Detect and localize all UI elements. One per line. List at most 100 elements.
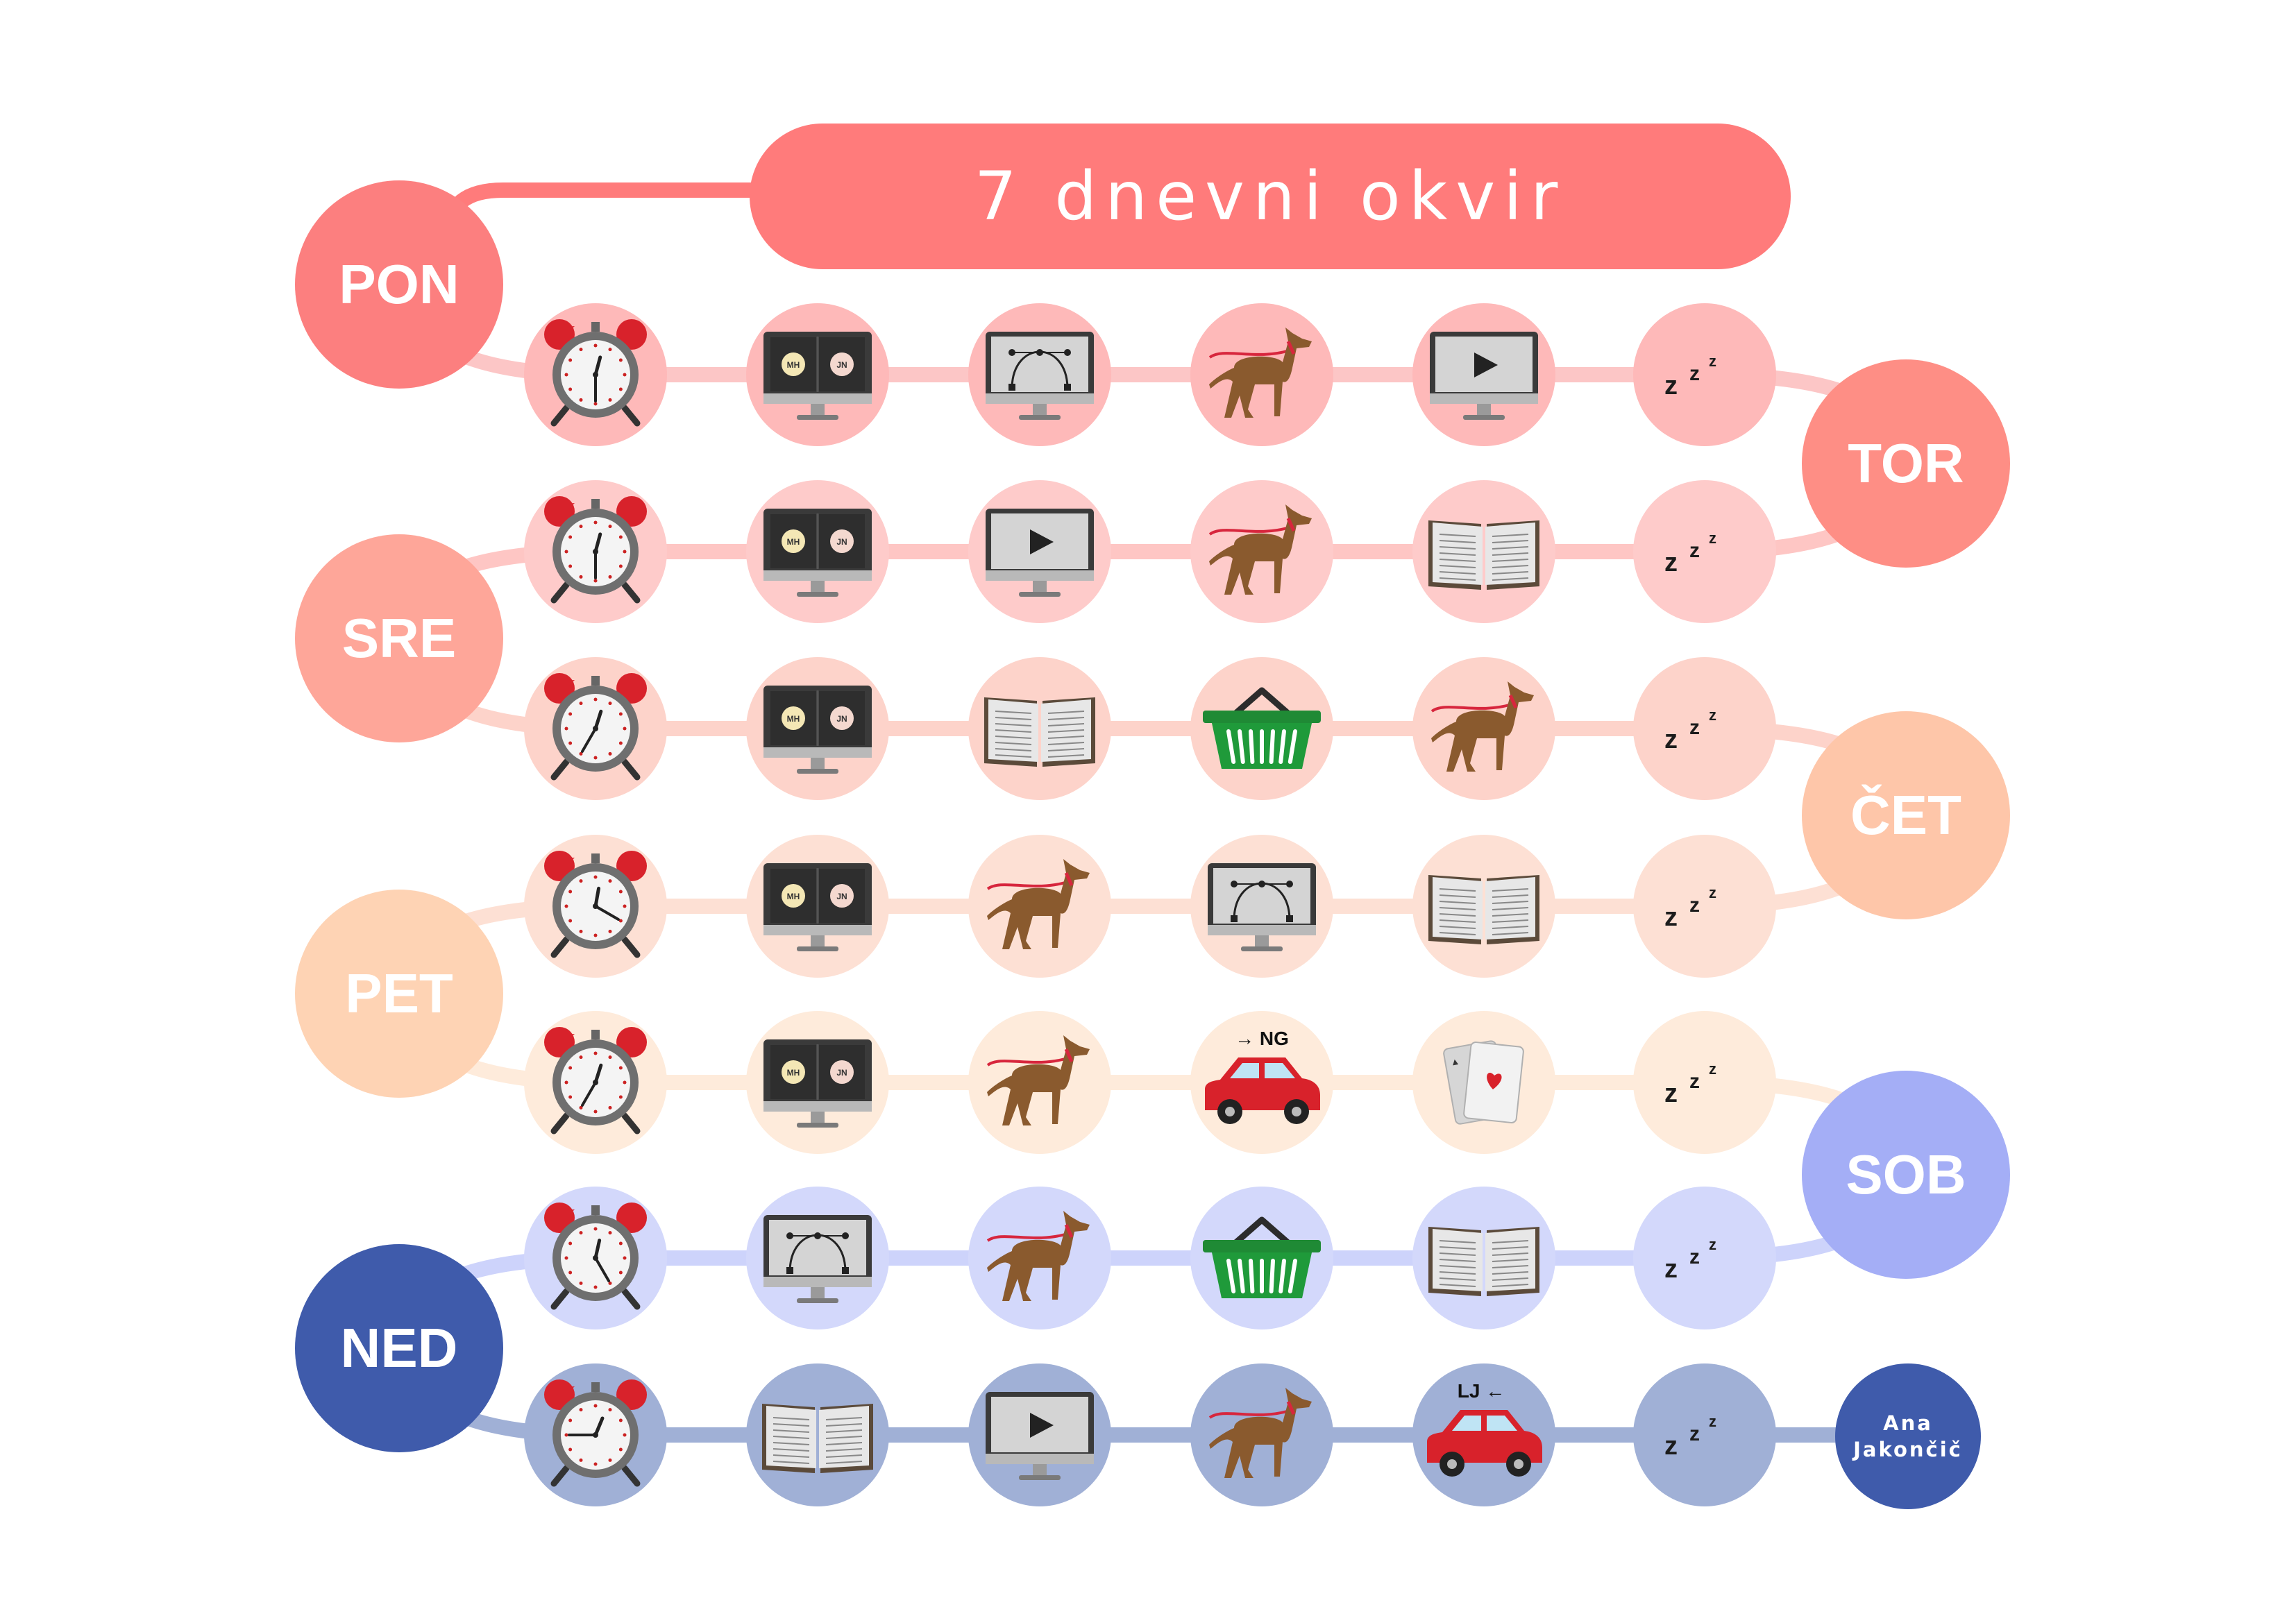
bezier-design-monitor-icon: [986, 332, 1094, 420]
author-badge: Ana Jakončič: [1835, 1363, 1981, 1509]
activity-circle: MH JN: [746, 480, 889, 623]
video-call-monitor-icon: MH JN: [763, 863, 872, 951]
day-badge: SRE: [295, 534, 503, 742]
initials-mh: MH: [787, 537, 800, 547]
sleep-z-glyph: z: [1689, 1070, 1700, 1093]
bezier-design-monitor-icon: [763, 1215, 872, 1303]
alarm-clock-icon: [544, 1203, 647, 1310]
title-banner: 7 dnevni okvir: [750, 124, 1791, 269]
day-badge: ČET: [1802, 711, 2010, 919]
sleep-z-glyph: z: [1709, 1413, 1716, 1430]
initials-jn: JN: [836, 892, 847, 901]
car-destination-label: LJ ←: [1458, 1380, 1505, 1402]
open-book-icon: [984, 697, 1095, 767]
sleep-z-glyph: z: [1689, 1422, 1700, 1445]
alarm-clock-icon: [544, 1379, 647, 1487]
dog-walk-icon: [986, 859, 1090, 949]
car-to-lj-icon: LJ ←: [1427, 1380, 1542, 1477]
activity-circle: [524, 1187, 667, 1329]
dog-walk-icon: [1208, 1388, 1312, 1478]
dog-walk-icon: [1208, 504, 1312, 595]
sleep-z-glyph: z: [1664, 371, 1678, 400]
day-badge: SOB: [1802, 1071, 2010, 1279]
day-label: ČET: [1850, 784, 1961, 846]
day-label: PON: [339, 253, 459, 315]
dog-walk-icon: [986, 1035, 1090, 1125]
day-label: PET: [345, 962, 453, 1024]
day-label: NED: [340, 1317, 458, 1379]
activity-circle: [524, 480, 667, 623]
open-book-icon: [762, 1404, 873, 1473]
sleep-z-glyph: z: [1709, 352, 1716, 370]
open-book-icon: [1428, 1227, 1539, 1296]
day-badge: PON: [295, 180, 503, 389]
activity-circle: [1412, 480, 1555, 623]
sleep-z-glyph: z: [1664, 548, 1678, 577]
shopping-basket-icon: [1203, 687, 1321, 769]
day-badge: NED: [295, 1244, 503, 1452]
activity-circle: → NG: [1190, 1011, 1333, 1154]
day-label: SOB: [1846, 1144, 1966, 1205]
day-label: SRE: [341, 607, 457, 669]
sleep-z-glyph: z: [1689, 894, 1700, 917]
activity-circle: [968, 1187, 1111, 1329]
sleep-z-glyph: z: [1664, 1431, 1678, 1461]
activity-circle: [1190, 303, 1333, 446]
sleep-z-glyph: z: [1664, 725, 1678, 754]
video-play-monitor-icon: [986, 1392, 1094, 1480]
day-badge: PET: [295, 890, 503, 1098]
sleep-z-glyph: z: [1664, 1079, 1678, 1108]
alarm-clock-icon: [544, 496, 647, 604]
sleep-z-glyph: z: [1689, 362, 1700, 385]
initials-mh: MH: [787, 892, 800, 901]
activity-circle: [1190, 835, 1333, 978]
open-book-icon: [1428, 875, 1539, 944]
sleep-z-glyph: z: [1709, 1060, 1716, 1078]
activity-circle: [968, 1011, 1111, 1154]
initials-jn: JN: [836, 537, 847, 547]
activity-circle: [1412, 1187, 1555, 1329]
car-destination-label: → NG: [1235, 1028, 1289, 1049]
alarm-clock-icon: [544, 673, 647, 781]
alarm-clock-icon: [544, 1027, 647, 1135]
dog-walk-icon: [1430, 681, 1534, 772]
activity-circle: [1412, 657, 1555, 800]
initials-jn: JN: [836, 360, 847, 370]
initials-mh: MH: [787, 714, 800, 724]
initials-mh: MH: [787, 1068, 800, 1078]
activity-circle: [1190, 480, 1333, 623]
activity-circle: [968, 835, 1111, 978]
sleep-z-glyph: z: [1709, 884, 1716, 901]
sleep-z-glyph: z: [1709, 1236, 1716, 1253]
activity-circle: [1412, 835, 1555, 978]
activity-circle: [968, 1363, 1111, 1506]
sleep-z-glyph: z: [1664, 903, 1678, 932]
activity-circle: [524, 1011, 667, 1154]
day-label: TOR: [1848, 432, 1964, 494]
activity-circle: [968, 303, 1111, 446]
playing-cards-icon: [1443, 1040, 1524, 1125]
dog-walk-icon: [986, 1211, 1090, 1301]
alarm-clock-icon: [544, 851, 647, 958]
video-play-monitor-icon: [986, 509, 1094, 597]
activity-circle: [746, 1187, 889, 1329]
activity-circle: [1190, 1363, 1333, 1506]
sleep-z-glyph: z: [1709, 706, 1716, 724]
car-to-ng-icon: → NG: [1205, 1028, 1320, 1124]
